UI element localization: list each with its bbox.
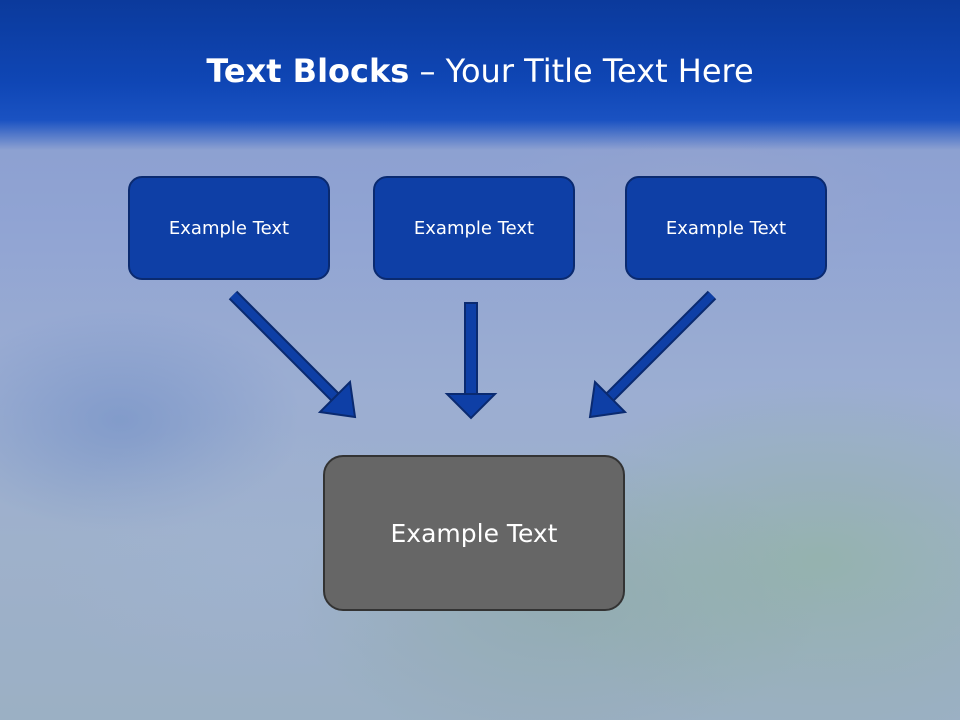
arrow-left-diagonal[interactable]: [228, 290, 357, 419]
text-block-center-label: Example Text: [413, 217, 535, 239]
text-block-main-label: Example Text: [390, 518, 558, 548]
text-block-right-label: Example Text: [665, 217, 787, 239]
text-block-left[interactable]: Example Text: [128, 176, 330, 280]
title-separator: –: [409, 52, 446, 90]
arrow-center-down[interactable]: [444, 302, 498, 420]
arrow-right-diagonal[interactable]: [588, 290, 717, 419]
slide-title[interactable]: Text Blocks – Your Title Text Here: [0, 52, 960, 90]
text-block-center[interactable]: Example Text: [373, 176, 575, 280]
title-banner: [0, 0, 960, 150]
text-block-right[interactable]: Example Text: [625, 176, 827, 280]
title-bold: Text Blocks: [206, 52, 410, 90]
text-block-left-label: Example Text: [168, 217, 290, 239]
title-rest: Your Title Text Here: [445, 52, 754, 90]
text-block-main[interactable]: Example Text: [323, 455, 625, 611]
